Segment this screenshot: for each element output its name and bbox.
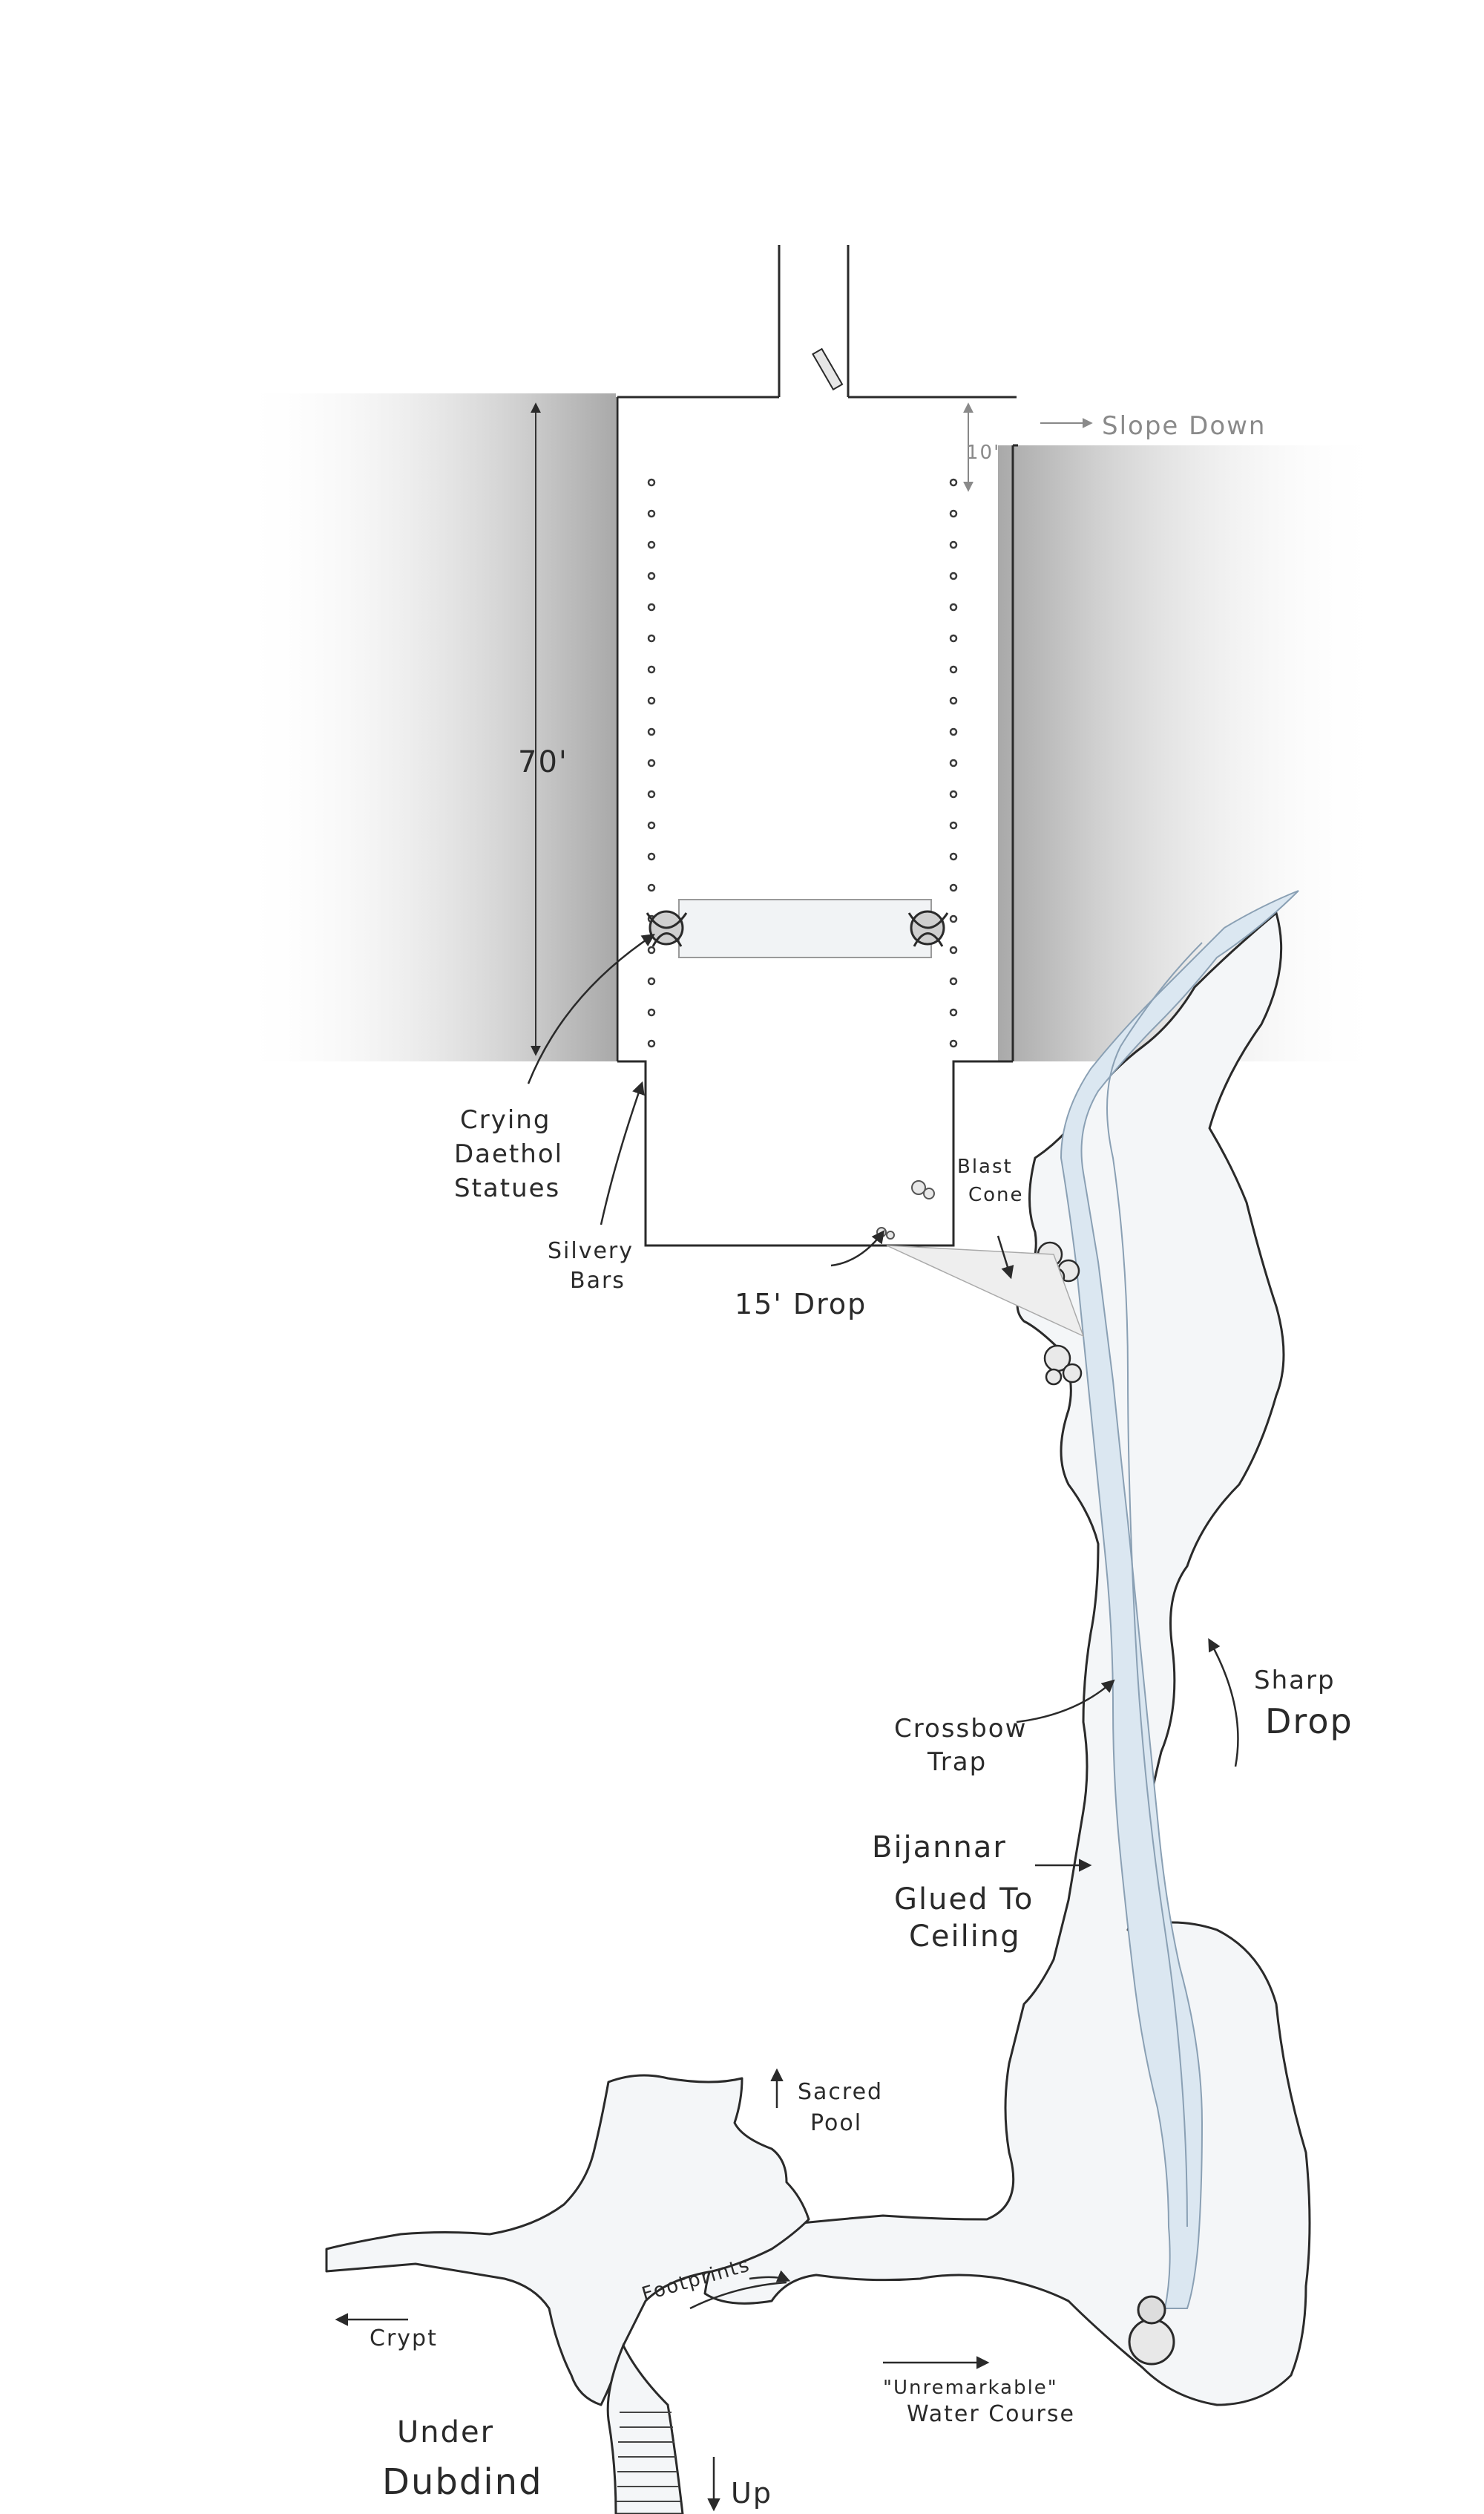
pillar-post-icon xyxy=(647,572,656,580)
pillar-post-icon xyxy=(647,946,656,955)
dimension-markers xyxy=(531,402,1093,1056)
pool-label: Pool xyxy=(810,2110,862,2136)
daethol-statue-icon xyxy=(907,910,949,947)
blast-cone-area xyxy=(886,1245,1085,1338)
sharp-drop-arrow xyxy=(1208,1637,1239,1767)
pillar-post-icon xyxy=(647,603,656,612)
pillar-post-icon xyxy=(949,572,958,580)
pillar-post-icon xyxy=(949,790,958,799)
water-course-label: Water Course xyxy=(907,2401,1075,2427)
pillar-post-icon xyxy=(949,540,958,549)
river-water xyxy=(1060,890,1299,2309)
lower-caverns xyxy=(325,2074,1175,2514)
pillar-post-icon xyxy=(647,509,656,518)
pillar-post-icon xyxy=(949,634,958,643)
right-wall-shade xyxy=(998,445,1384,1061)
pillar-post-icon xyxy=(949,603,958,612)
crossbow-pointer-arrow xyxy=(1016,1679,1115,1724)
pillar-post-icon xyxy=(647,821,656,830)
pillar-post-icon xyxy=(647,634,656,643)
left-wall-shade xyxy=(237,393,616,1061)
pillar-post-icon xyxy=(949,852,958,861)
pillar-post-icon xyxy=(949,478,958,487)
sharp-label: Sharp xyxy=(1254,1666,1336,1695)
silvery-bars-gate xyxy=(678,899,932,958)
ten-ft-label: 10' xyxy=(966,442,1000,464)
pillar-post-icon xyxy=(647,696,656,705)
up-label: Up xyxy=(731,2477,772,2510)
crossbow-label: Crossbow xyxy=(894,1714,1027,1744)
blast-cone-pointer-arrow xyxy=(997,1235,1014,1280)
bijannar-label: Bijannar xyxy=(872,1830,1007,1865)
crying-label: Crying xyxy=(460,1105,551,1135)
pillar-post-icon xyxy=(647,852,656,861)
footprints-arrow-head xyxy=(749,2270,791,2282)
statues-pointer-arrow xyxy=(527,934,655,1084)
pillar-post-icon xyxy=(949,727,958,736)
daethol-statue-icon xyxy=(646,910,688,947)
pillar-post-icon xyxy=(647,727,656,736)
fifteen-drop-pointer-arrow xyxy=(830,1230,885,1267)
unremarkable-label: "Unremarkable" xyxy=(883,2377,1058,2399)
wall-shading xyxy=(237,393,1384,1061)
map-labels: Slope Down 10' 70' Crying Daethol Statue… xyxy=(370,411,1353,2510)
river-cave xyxy=(703,890,1311,2406)
pillar-post-icon xyxy=(647,1008,656,1017)
pillar-post-icon xyxy=(949,946,958,955)
blast-label: Blast xyxy=(957,1156,1013,1178)
pillar-post-icon xyxy=(647,478,656,487)
pillar-post-icon xyxy=(949,1008,958,1017)
sacred-label: Sacred xyxy=(798,2079,883,2105)
north-corridor xyxy=(778,245,850,397)
fifteen-drop-label: 15' Drop xyxy=(735,1288,867,1320)
silvery-bars-pointer-arrow xyxy=(600,1081,645,1225)
glued-to-label: Glued To xyxy=(894,1882,1034,1916)
pillar-post-icon xyxy=(949,977,958,986)
footprints-arrow xyxy=(689,2281,787,2310)
pillar-post-icon xyxy=(949,509,958,518)
pillar-post-icon xyxy=(949,665,958,674)
seventy-ft-label: 70' xyxy=(518,745,568,779)
pillar-post-icon xyxy=(949,696,958,705)
dubdind-label: Dubdind xyxy=(382,2461,543,2503)
main-hall xyxy=(616,396,1018,1247)
cone-label: Cone xyxy=(968,1184,1024,1206)
door-icon xyxy=(812,347,844,391)
trap-label: Trap xyxy=(927,1747,987,1777)
silvery-label: Silvery xyxy=(548,1238,634,1264)
pillar-post-icon xyxy=(647,1039,656,1048)
pillar-post-icon xyxy=(647,540,656,549)
stairs-icon xyxy=(617,2412,680,2502)
shrine-figure-icon xyxy=(1128,2318,1175,2366)
statues-label: Statues xyxy=(454,1173,560,1203)
daethol-label: Daethol xyxy=(454,1139,563,1169)
pillar-post-icon xyxy=(949,821,958,830)
shrine-figure-head-icon xyxy=(1137,2295,1166,2325)
pillar-post-icon xyxy=(647,790,656,799)
pointer-arrows xyxy=(335,934,1239,2512)
river-stream-line xyxy=(1106,942,1203,2227)
ceiling-label: Ceiling xyxy=(909,1919,1021,1954)
pillar-post-icon xyxy=(647,759,656,767)
pillar-post-icon xyxy=(949,759,958,767)
sacred-pool-passage xyxy=(325,2074,810,2406)
crypt-label: Crypt xyxy=(370,2325,438,2351)
pillar-post-icon xyxy=(647,665,656,674)
pillar-post-icon xyxy=(949,914,958,923)
pillar-post-icon xyxy=(949,883,958,892)
slope-down-label: Slope Down xyxy=(1102,411,1266,441)
bars-label: Bars xyxy=(570,1268,626,1294)
south-passage xyxy=(606,2343,684,2514)
rubble-icon xyxy=(876,1180,935,1240)
pillar-post-icon xyxy=(949,1039,958,1048)
under-label: Under xyxy=(397,2415,494,2449)
drop-label: Drop xyxy=(1265,1701,1353,1741)
pillar-row xyxy=(647,478,958,1048)
pillar-post-icon xyxy=(647,883,656,892)
pillar-post-icon xyxy=(647,977,656,986)
